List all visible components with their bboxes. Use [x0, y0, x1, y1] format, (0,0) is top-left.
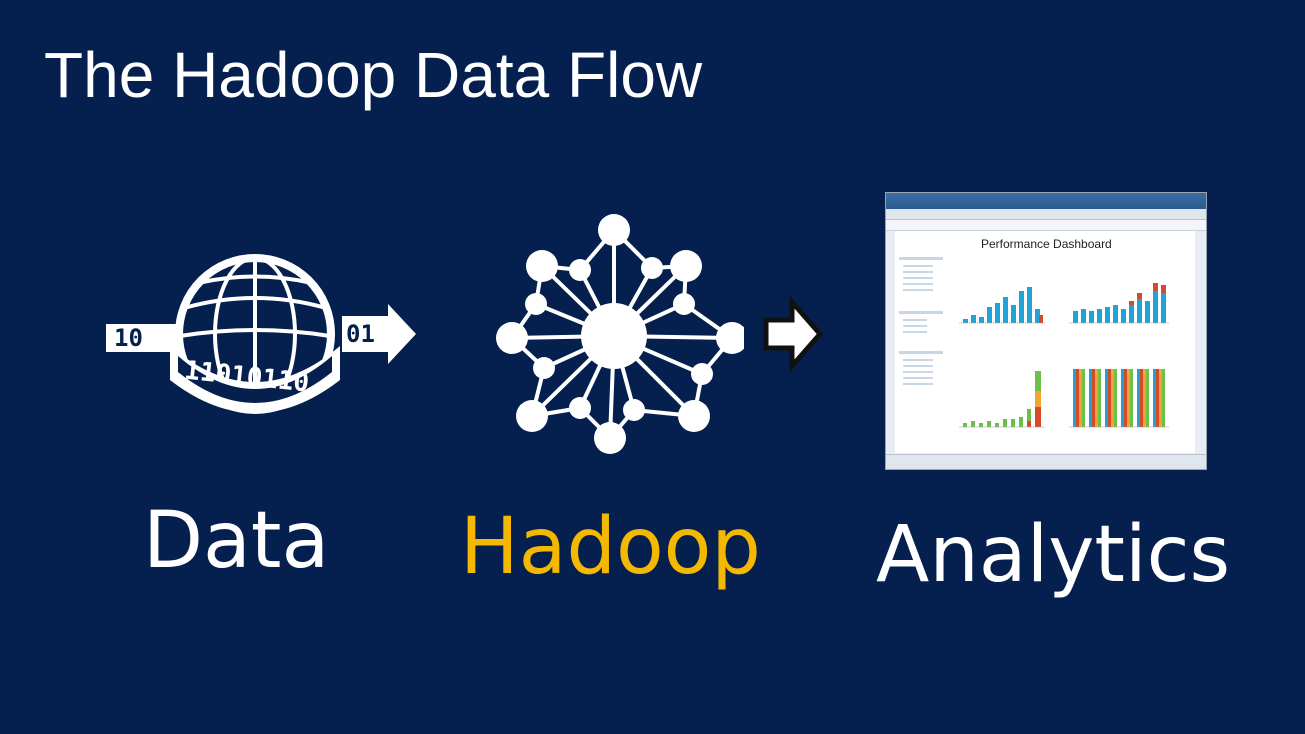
globe-binary-icon: 10 01 11010110: [106, 254, 416, 414]
label-data: Data: [143, 496, 330, 586]
dashboard-screenshot: Performance Dashboard: [885, 192, 1207, 470]
browser-titlebar: [886, 193, 1206, 209]
right-arrow-icon: [763, 296, 824, 372]
dashboard-page: Performance Dashboard: [895, 231, 1195, 453]
right-bits: 01: [346, 320, 375, 348]
report-ribbon: [886, 220, 1206, 231]
left-bits: 10: [114, 324, 143, 352]
dashboard-title: Performance Dashboard: [981, 237, 1112, 251]
browser-toolbar: [886, 209, 1206, 220]
slide-title: The Hadoop Data Flow: [44, 39, 703, 111]
label-analytics: Analytics: [876, 510, 1231, 600]
label-hadoop: Hadoop: [460, 502, 761, 592]
dashboard-charts: [899, 257, 1169, 428]
network-hub-icon: [496, 214, 744, 454]
status-bar: [886, 454, 1206, 469]
